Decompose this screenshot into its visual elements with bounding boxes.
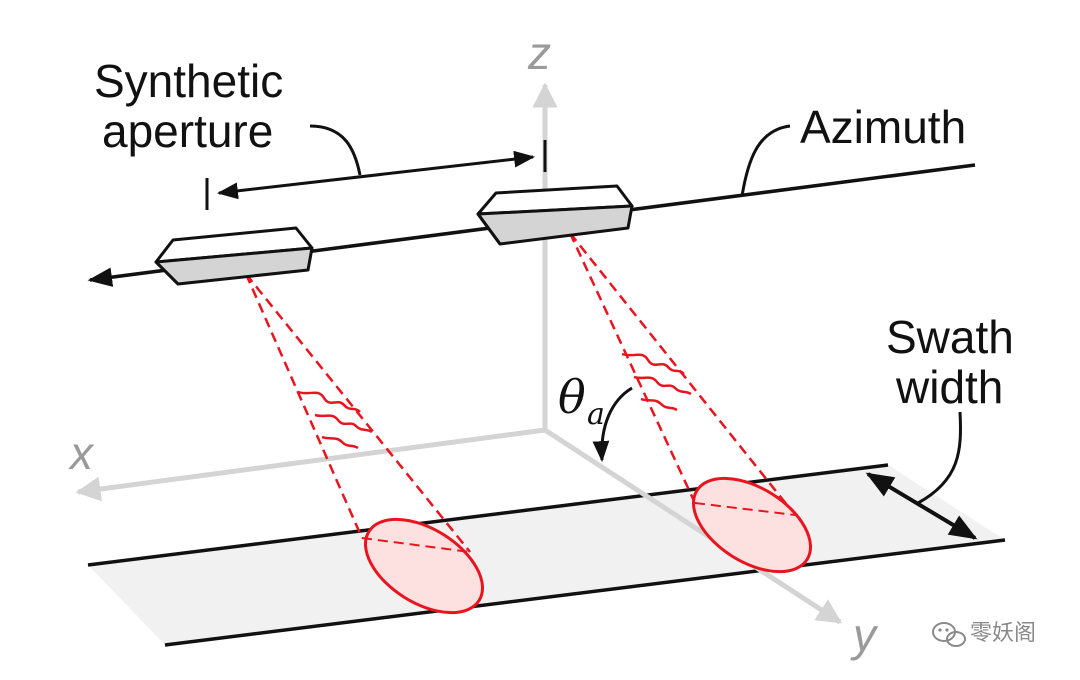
z-axis-label: z bbox=[528, 27, 551, 79]
theta-subscript: a bbox=[587, 397, 605, 432]
swath-width-label-line1: Swath bbox=[886, 311, 1014, 363]
antenna-right bbox=[476, 184, 634, 246]
beam-left bbox=[244, 273, 485, 615]
synthetic-aperture-label-line1: Synthetic bbox=[94, 55, 284, 107]
theta-symbol: θ bbox=[558, 370, 586, 424]
antenna-left bbox=[154, 226, 314, 286]
pulse-left bbox=[297, 390, 373, 450]
beam-right bbox=[568, 232, 813, 574]
watermark-text: 零妖阁 bbox=[970, 621, 1037, 646]
aperture-dimension bbox=[205, 140, 547, 210]
azimuth-label: Azimuth bbox=[800, 101, 967, 153]
wechat-icon bbox=[932, 622, 966, 647]
azimuth-leader bbox=[740, 124, 791, 197]
pulse-right bbox=[621, 352, 692, 412]
footprint-right bbox=[691, 476, 813, 574]
aperture-leader bbox=[309, 124, 362, 176]
swath-width-label-line2: width bbox=[896, 361, 1004, 413]
x-axis-label: x bbox=[70, 427, 93, 479]
x-axis bbox=[75, 427, 546, 502]
swath-width-arrow bbox=[865, 472, 978, 540]
synthetic-aperture-label-line2: aperture bbox=[102, 105, 274, 157]
y-axis-label: y bbox=[853, 609, 876, 661]
theta-arc bbox=[592, 386, 633, 463]
